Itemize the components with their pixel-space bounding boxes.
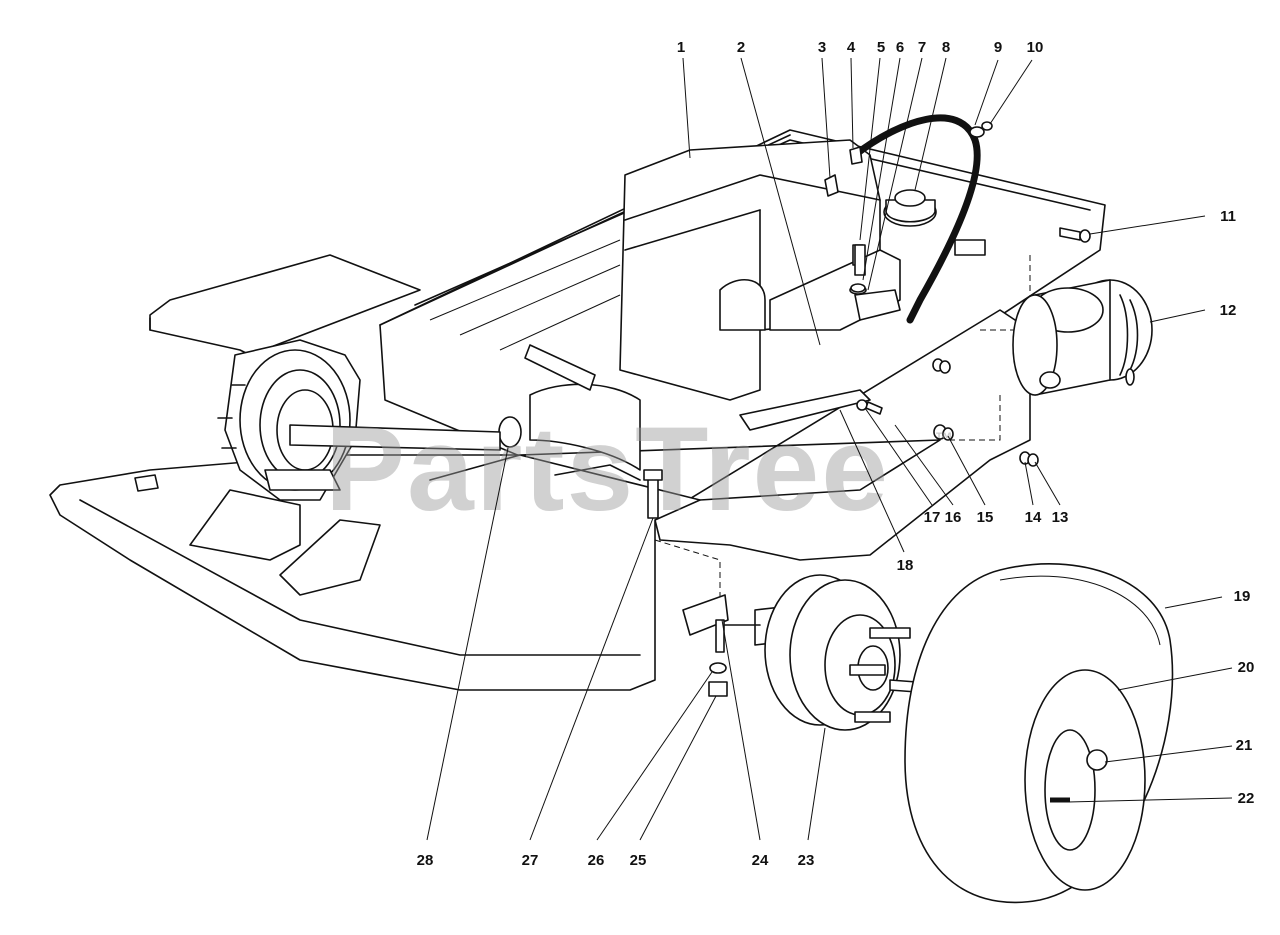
leader-3: [821, 57, 831, 179]
callout-4[interactable]: 4: [847, 39, 856, 56]
leader-12: [1149, 309, 1206, 323]
callout-28[interactable]: 28: [417, 852, 434, 869]
watermark: PartsTree ™: [325, 402, 953, 536]
fuel-tank: [619, 114, 993, 401]
leader-2: [740, 57, 821, 346]
leader-21: [1104, 745, 1233, 763]
leader-16: [894, 424, 954, 506]
callout-16[interactable]: 16: [945, 509, 962, 526]
callout-7[interactable]: 7: [918, 39, 926, 56]
leader-13: [1034, 461, 1061, 506]
leader-15: [947, 435, 986, 506]
leader-8: [914, 57, 947, 191]
leader-14: [1024, 461, 1034, 506]
leader-23: [807, 727, 826, 841]
callout-6[interactable]: 6: [896, 39, 904, 56]
callout-22[interactable]: 22: [1238, 790, 1255, 807]
callout-27[interactable]: 27: [522, 852, 539, 869]
callout-23[interactable]: 23: [798, 852, 815, 869]
callout-17[interactable]: 17: [924, 509, 941, 526]
leader-4: [850, 57, 854, 149]
leader-1: [682, 57, 691, 159]
leader-26: [596, 671, 713, 841]
callout-2[interactable]: 2: [737, 39, 745, 56]
leader-17: [864, 407, 933, 506]
callout-24[interactable]: 24: [752, 852, 769, 869]
watermark-text: PartsTree: [325, 402, 890, 536]
leader-9: [974, 59, 999, 126]
callout-12[interactable]: 12: [1220, 302, 1237, 319]
callout-3[interactable]: 3: [818, 39, 826, 56]
leader-6: [862, 57, 901, 281]
callout-26[interactable]: 26: [588, 852, 605, 869]
brake-drum: [764, 574, 931, 731]
leader-28: [426, 447, 509, 841]
callout-19[interactable]: 19: [1234, 588, 1251, 605]
leader-18: [839, 409, 905, 553]
callout-9[interactable]: 9: [994, 39, 1002, 56]
leader-19: [1164, 596, 1223, 609]
callout-labels: 1 2 3 4 5 6 7 8 9 10 11 12 13 14 15 16 1…: [417, 39, 1255, 869]
hardware: [643, 227, 1091, 697]
callout-15[interactable]: 15: [977, 509, 994, 526]
left-wheel: [217, 339, 501, 501]
leader-lines: [426, 57, 1233, 841]
callout-5[interactable]: 5: [877, 39, 885, 56]
callout-1[interactable]: 1: [677, 39, 685, 56]
callout-8[interactable]: 8: [942, 39, 950, 56]
callout-25[interactable]: 25: [630, 852, 647, 869]
leader-11: [1089, 215, 1206, 235]
callout-18[interactable]: 18: [897, 557, 914, 574]
muffler-assembly: [1012, 279, 1153, 396]
leader-27: [529, 517, 654, 841]
watermark-trademark: ™: [935, 429, 953, 449]
callout-20[interactable]: 20: [1238, 659, 1255, 676]
callout-21[interactable]: 21: [1236, 737, 1253, 754]
callout-13[interactable]: 13: [1052, 509, 1069, 526]
right-tire: [904, 563, 1174, 904]
leader-22: [1067, 797, 1233, 803]
callout-11[interactable]: 11: [1220, 208, 1236, 225]
callout-10[interactable]: 10: [1027, 39, 1044, 56]
axle-tube: [524, 344, 871, 646]
leader-5: [859, 57, 881, 241]
callout-14[interactable]: 14: [1025, 509, 1042, 526]
leader-10: [989, 59, 1033, 125]
leader-25: [639, 695, 717, 841]
leader-20: [1117, 667, 1233, 691]
leader-7: [867, 57, 923, 291]
leader-24: [721, 619, 761, 841]
